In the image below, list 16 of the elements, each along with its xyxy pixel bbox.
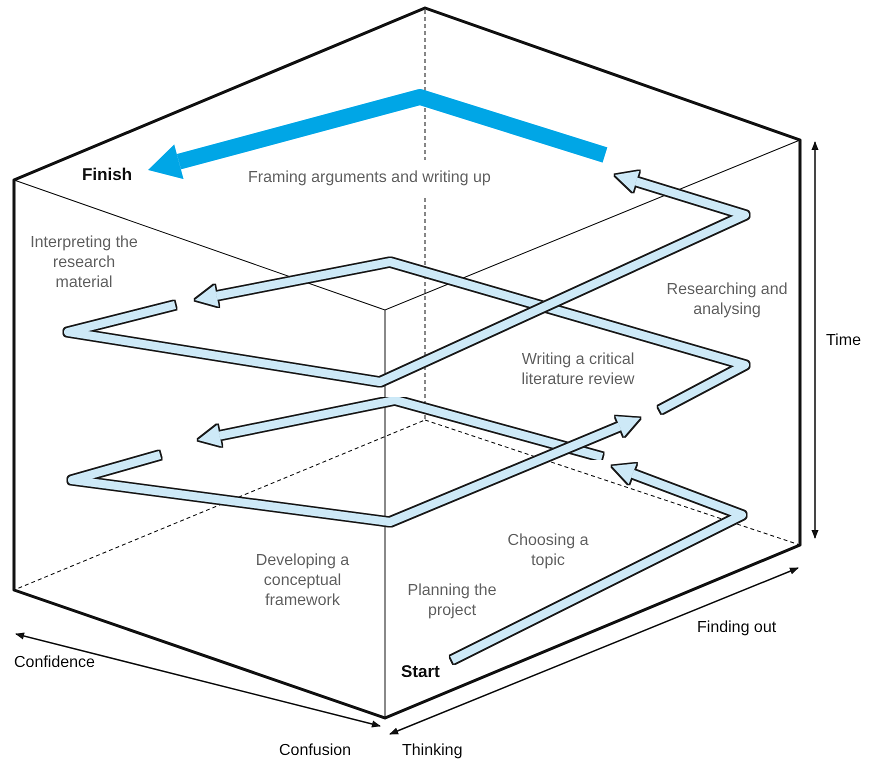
stage-label: Developing a conceptual framework <box>254 551 350 611</box>
axis-label: Time <box>826 331 862 351</box>
stage-label: Writing a critical literature review <box>520 350 636 390</box>
finish-label: Finish <box>82 164 132 185</box>
start-label: Start <box>401 661 440 682</box>
stage-label: Choosing a topic <box>506 531 590 571</box>
stage-label: Framing arguments and writing up <box>248 168 492 188</box>
axis-label: Confusion <box>279 741 352 761</box>
arrow <box>450 463 746 664</box>
stage-label: Planning the project <box>406 581 498 621</box>
axis-label: Confidence <box>14 653 96 673</box>
axis-label: Finding out <box>697 618 778 638</box>
axis-label: Thinking <box>402 741 464 761</box>
arrow <box>148 89 608 180</box>
stage-label: Interpreting the research material <box>29 233 139 293</box>
stage-label: Researching and analysing <box>666 280 788 320</box>
